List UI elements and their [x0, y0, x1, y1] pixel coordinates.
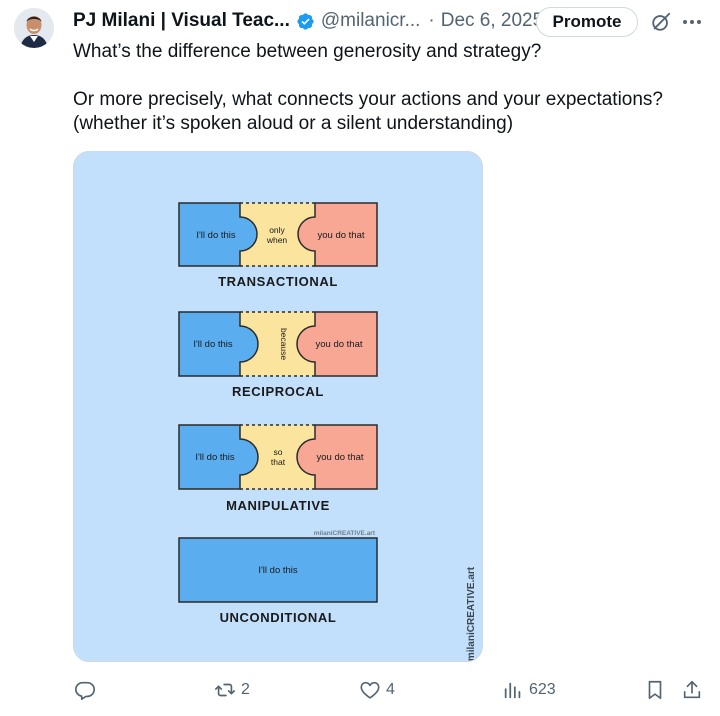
- like-icon: [360, 681, 380, 699]
- row-caption: RECIPROCAL: [232, 384, 324, 399]
- unconditional-text: I'll do this: [258, 565, 298, 576]
- row-right-text: you do that: [316, 452, 363, 463]
- row-middle-text: when: [266, 235, 288, 245]
- post-header: PJ Milani | Visual Teac... @milanicr... …: [73, 6, 543, 36]
- row-middle-text: so: [274, 447, 283, 457]
- separator-dot: ·: [428, 10, 435, 31]
- row-caption: MANIPULATIVE: [226, 498, 330, 513]
- row-left-text: I'll do this: [193, 339, 233, 350]
- avatar[interactable]: [14, 8, 54, 48]
- author-name[interactable]: PJ Milani | Visual Teac...: [73, 10, 290, 31]
- unconditional-block: I'll do this UNCONDITIONAL: [178, 537, 378, 625]
- infographic: I'll do this only when you do that TRANS…: [74, 152, 482, 661]
- row-left-text: I'll do this: [196, 230, 236, 241]
- repost-icon: [215, 683, 235, 697]
- author-handle[interactable]: @milanicr...: [320, 10, 421, 31]
- views-count: 623: [529, 681, 556, 698]
- watermark-vertical: milaniCREATIVE.art: [466, 566, 477, 661]
- post-image[interactable]: I'll do this only when you do that TRANS…: [73, 151, 483, 662]
- grok-icon[interactable]: [650, 11, 672, 33]
- puzzle-row-manipulative: I'll do this so that you do that MANIPUL…: [178, 424, 378, 513]
- post-text: What’s the difference between generosity…: [73, 40, 703, 136]
- post-text-line: Or more precisely, what connects your ac…: [73, 89, 663, 110]
- views-icon: [504, 682, 521, 699]
- share-icon: [683, 680, 701, 699]
- reply-icon: [75, 681, 95, 700]
- share-button[interactable]: [681, 678, 703, 702]
- bookmark-icon: [648, 680, 662, 700]
- row-right-text: you do that: [317, 230, 364, 241]
- more-icon[interactable]: [681, 12, 703, 32]
- watermark-small: milaniCREATIVE.art: [314, 530, 376, 537]
- row-middle-text: that: [271, 457, 286, 467]
- puzzle-row-reciprocal: I'll do this because you do that RECIPRO…: [178, 311, 378, 399]
- like-count: 4: [386, 681, 395, 698]
- row-middle-text: only: [269, 225, 285, 235]
- reply-button[interactable]: [74, 678, 101, 702]
- bookmark-button[interactable]: [644, 678, 666, 702]
- row-middle-text: because: [279, 328, 289, 360]
- post-text-line: (whether it’s spoken aloud or a silent u…: [73, 113, 514, 134]
- row-right-text: you do that: [315, 339, 362, 350]
- verified-badge-icon[interactable]: [296, 12, 315, 31]
- row-left-text: I'll do this: [195, 452, 235, 463]
- post-text-line: What’s the difference between generosity…: [73, 41, 542, 62]
- post-date[interactable]: Dec 6, 2025: [440, 10, 544, 31]
- avatar-photo: [14, 8, 54, 48]
- row-caption: TRANSACTIONAL: [218, 274, 338, 289]
- repost-count: 2: [241, 681, 250, 698]
- puzzle-row-transactional: I'll do this only when you do that TRANS…: [178, 202, 378, 289]
- promote-button[interactable]: Promote: [536, 7, 638, 37]
- views-button[interactable]: 623: [502, 678, 556, 702]
- like-button[interactable]: 4: [359, 678, 395, 702]
- row-caption: UNCONDITIONAL: [220, 610, 337, 625]
- action-bar: 2 4 623: [0, 672, 720, 708]
- repost-button[interactable]: 2: [214, 678, 250, 702]
